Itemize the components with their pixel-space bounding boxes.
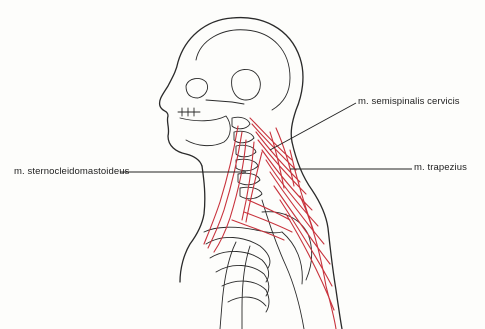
front-neck-outline (180, 166, 205, 282)
mandible (180, 116, 230, 146)
zygomatic (206, 100, 244, 104)
label-trapezius: m. trapezius (414, 162, 467, 173)
temporal-circle (232, 69, 261, 100)
label-sternocleidomastoideus: m. sternocleidomastoideus (14, 166, 130, 177)
orbit (186, 79, 208, 98)
leader-semispinalis (270, 103, 356, 150)
humerus (220, 242, 250, 329)
label-semispinalis-cervicis: m. semispinalis cervicis (358, 96, 460, 107)
teeth (178, 108, 200, 116)
